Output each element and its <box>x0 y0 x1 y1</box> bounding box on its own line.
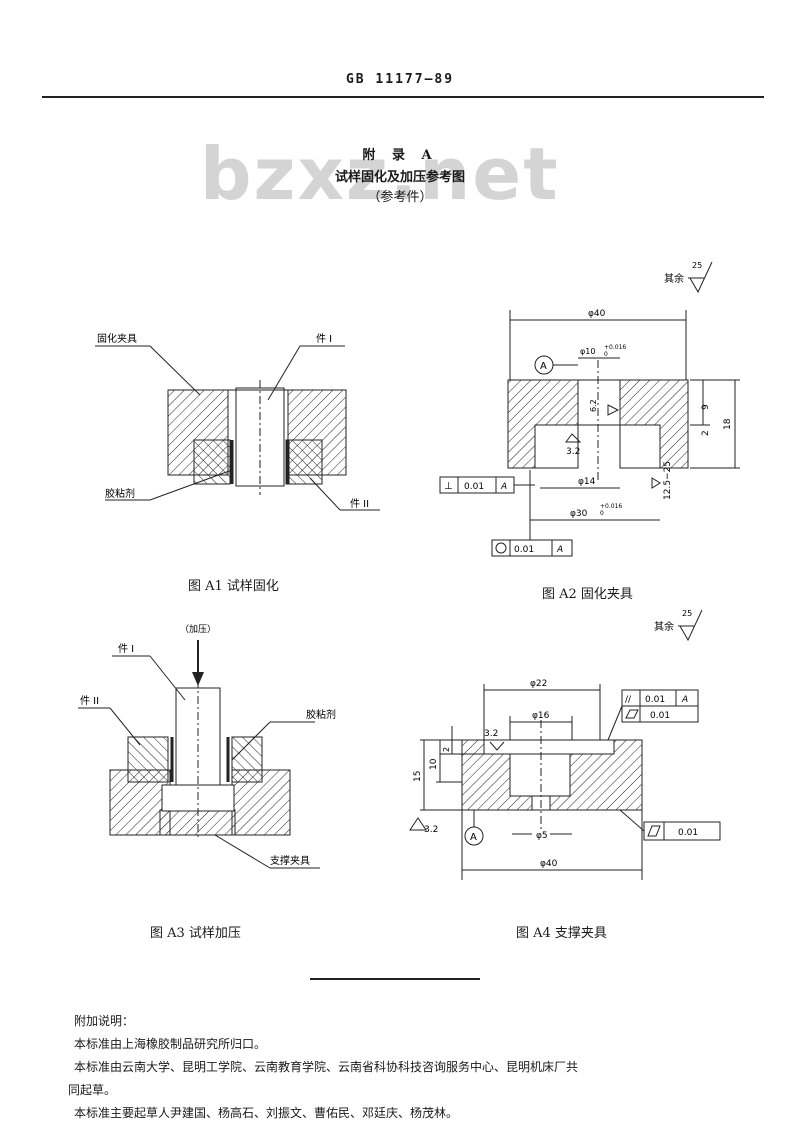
figure-a1: 固化夹具 件 I 胶粘剂 件 II <box>95 332 380 511</box>
appendix-title: 试样固化及加压参考图 <box>334 170 465 185</box>
a1-label-part1: 件 I <box>316 333 332 345</box>
svg-text:10: 10 <box>429 758 439 770</box>
svg-text:0.01: 0.01 <box>645 695 665 705</box>
notes-line-1: 本标准由上海橡胶制品研究所归口。 <box>74 1037 267 1051</box>
svg-text:φ10: φ10 <box>580 347 595 356</box>
svg-text:（加压）: （加压） <box>180 624 216 635</box>
svg-text:件 I: 件 I <box>118 643 134 655</box>
svg-text:25: 25 <box>692 261 702 270</box>
a1-part2-right <box>285 439 323 485</box>
a2-rest-label: 其余 <box>664 272 684 285</box>
svg-text:+0.016: +0.016 <box>604 344 626 351</box>
svg-text:3.2: 3.2 <box>566 447 580 457</box>
header-rule <box>42 96 764 98</box>
svg-text:A: A <box>470 832 477 843</box>
figure-a4: 其余 25 φ22 φ16 // 0.01 A 0.01 3.2 <box>409 609 721 880</box>
a1-part2-left <box>193 439 231 485</box>
svg-text:φ30: φ30 <box>570 509 588 519</box>
svg-text:2: 2 <box>701 430 711 436</box>
caption-a2: 图 A2 固化夹具 <box>542 587 633 602</box>
svg-text:A: A <box>500 482 507 492</box>
a1-label-glue: 胶粘剂 <box>105 487 135 500</box>
a1-label-part2: 件 II <box>350 498 369 510</box>
additional-notes: 附加说明： 本标准由上海橡胶制品研究所归口。 本标准由云南大学、昆明工学院、云南… <box>68 1010 774 1125</box>
svg-text:胶粘剂: 胶粘剂 <box>306 708 336 721</box>
svg-text:0.01: 0.01 <box>464 482 484 492</box>
svg-text:φ22: φ22 <box>530 679 547 689</box>
appendix-label: 附 录 A <box>362 148 438 163</box>
svg-text:+0.016: +0.016 <box>600 503 622 510</box>
svg-text:φ40: φ40 <box>588 309 606 319</box>
svg-text:15: 15 <box>413 771 423 782</box>
svg-text:0.01: 0.01 <box>678 828 698 838</box>
caption-a1: 图 A1 试样固化 <box>188 579 279 594</box>
svg-text:3.2: 3.2 <box>484 729 498 739</box>
svg-text:0: 0 <box>604 351 608 358</box>
svg-text:A: A <box>556 545 563 555</box>
svg-text:0: 0 <box>600 510 604 517</box>
a1-label-fixture: 固化夹具 <box>97 332 137 345</box>
svg-text:φ14: φ14 <box>578 477 596 487</box>
svg-text:A: A <box>540 361 547 372</box>
appendix-note: （参考件） <box>367 190 433 205</box>
a1-part1 <box>235 387 285 487</box>
svg-text://: // <box>625 695 632 705</box>
svg-text:⊥: ⊥ <box>444 481 453 492</box>
roughness-symbol <box>689 261 713 294</box>
svg-text:6.2: 6.2 <box>589 399 598 412</box>
a1-leader-fixture <box>149 345 201 396</box>
svg-text:12.5−25: 12.5−25 <box>663 461 673 500</box>
notes-title: 附加说明： <box>74 1014 135 1028</box>
notes-line-4: 本标准主要起草人尹建国、杨高石、刘振文、曹佑民、邓廷庆、杨茂林。 <box>74 1106 459 1120</box>
svg-text:3.2: 3.2 <box>424 825 438 835</box>
caption-a3: 图 A3 试样加压 <box>150 926 241 941</box>
caption-a4: 图 A4 支撑夹具 <box>516 926 607 941</box>
svg-text:18: 18 <box>723 418 733 430</box>
notes-line-3: 同起草。 <box>68 1083 117 1097</box>
svg-text:支撑夹具: 支撑夹具 <box>270 854 310 867</box>
svg-text:0.01: 0.01 <box>650 711 670 721</box>
svg-text:φ5: φ5 <box>536 831 548 841</box>
watermark: bzxz.net <box>200 132 560 216</box>
standard-number: GB 11177—89 <box>345 72 455 87</box>
svg-text:9: 9 <box>701 404 711 410</box>
svg-text:其余: 其余 <box>654 620 674 633</box>
svg-text:φ40: φ40 <box>540 859 558 869</box>
svg-text:2: 2 <box>442 747 451 752</box>
notes-line-2: 本标准由云南大学、昆明工学院、云南教育学院、云南省科协科技咨询服务中心、昆明机床… <box>74 1060 579 1074</box>
svg-text:A: A <box>681 695 688 705</box>
svg-text:件 II: 件 II <box>80 695 99 707</box>
svg-text:0.01: 0.01 <box>514 545 534 555</box>
figure-a2: 其余 25 φ40 A φ10 +0.016 0 6.2 3.2 φ14 φ30… <box>439 261 740 557</box>
svg-text:25: 25 <box>682 609 692 618</box>
figure-a3: （加压） 件 I 件 II 胶粘剂 支撑夹具 <box>78 624 336 869</box>
svg-text:φ16: φ16 <box>532 711 550 721</box>
notes-separator <box>310 978 480 980</box>
force-arrow <box>192 672 204 686</box>
